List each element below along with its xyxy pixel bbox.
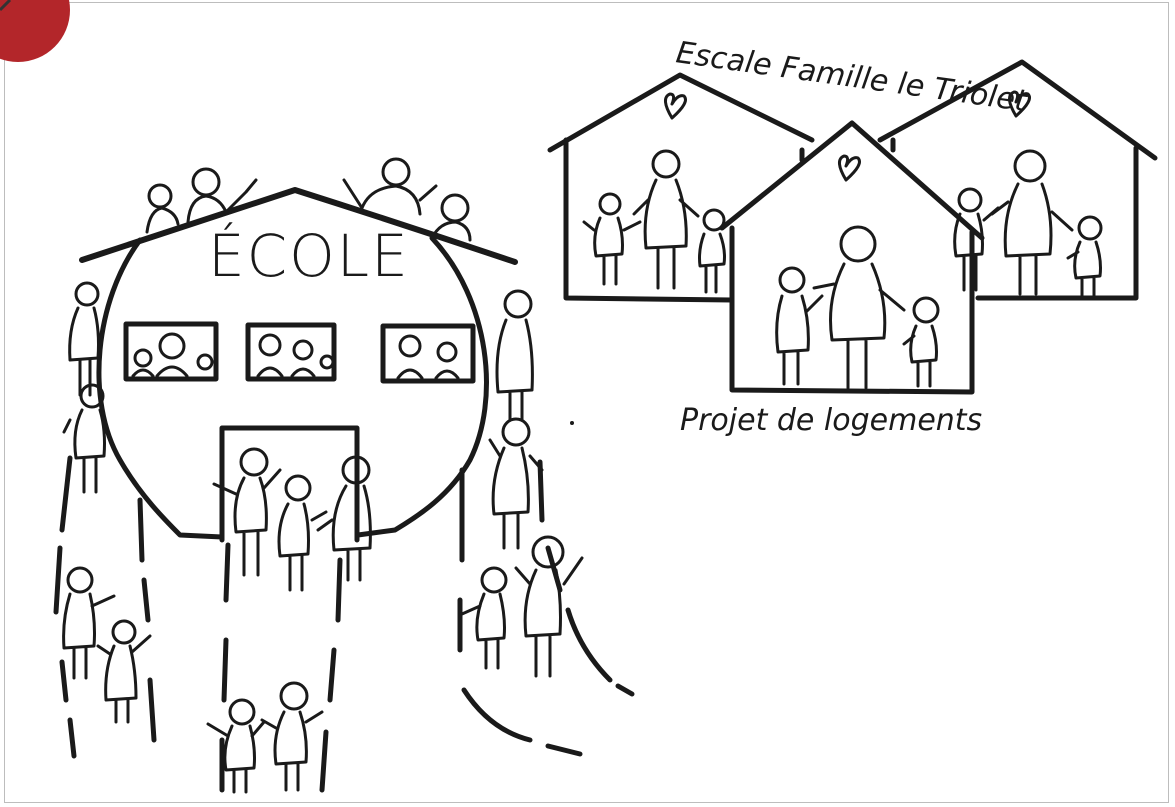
corner-badge (0, 0, 70, 62)
people-on-roof (145, 157, 472, 242)
people-left-side (62, 281, 152, 724)
people-in-doorway (212, 447, 372, 592)
school-window (123, 321, 219, 382)
housing-caption: Projet de logements (680, 403, 982, 438)
school-window (380, 323, 476, 384)
people-right-side (460, 289, 584, 678)
housing-title: Escale Famille le Triolet (674, 35, 1030, 119)
illustration-frame (4, 2, 1169, 803)
school-sign: ÉCOLE (208, 221, 410, 290)
school-building: ÉCOLE (79, 187, 518, 543)
heart-icon (838, 154, 861, 182)
school-window (245, 322, 337, 382)
housing-houses (547, 59, 1158, 395)
people-bottom-center (206, 681, 324, 794)
house-families (582, 149, 1103, 390)
heart-icon (1008, 90, 1031, 118)
heart-icon (664, 92, 687, 120)
walking-paths (53, 455, 635, 793)
